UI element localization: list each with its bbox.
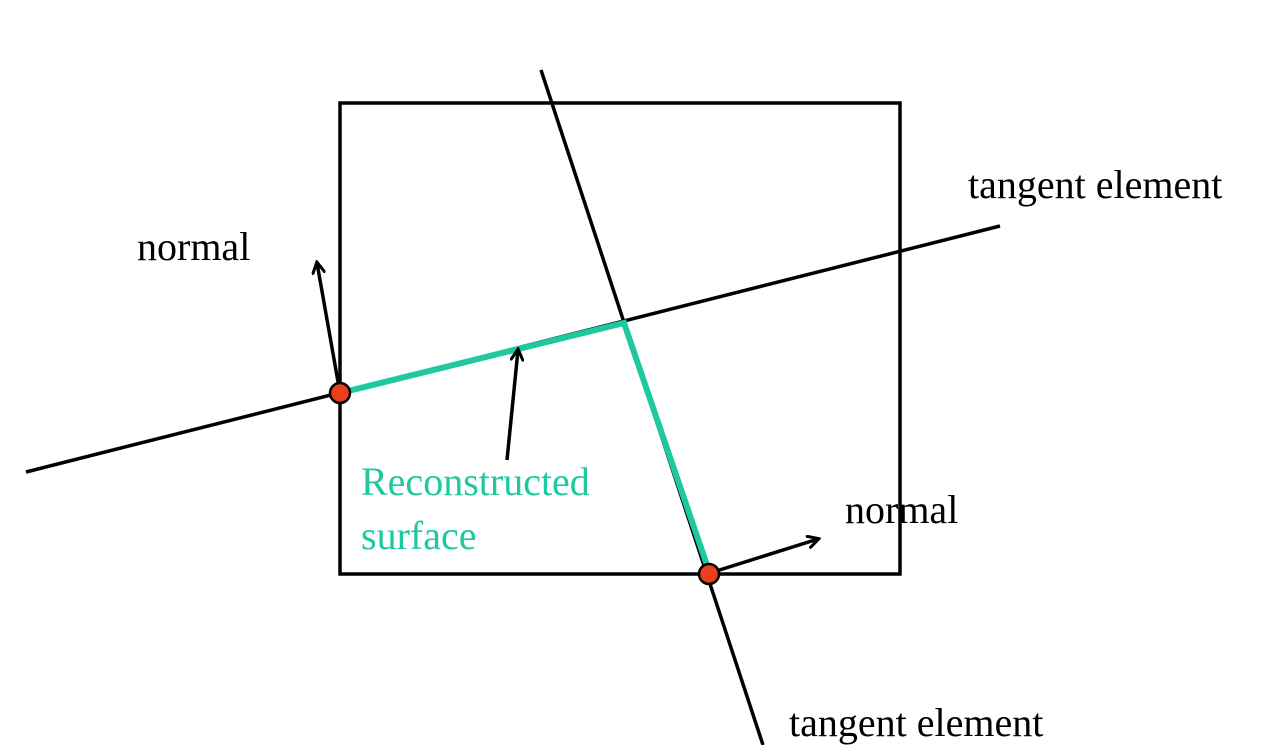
normal-arrow-right <box>709 539 818 575</box>
reconstructed-surface-line <box>339 319 713 575</box>
label-normal-left: normal <box>137 224 250 269</box>
intersection-point-left <box>328 381 352 405</box>
label-tangent-element-top: tangent element <box>968 162 1222 207</box>
surface-pointer-arrow <box>505 350 518 461</box>
normal-arrow-left <box>317 263 342 394</box>
label-normal-right: normal <box>845 487 958 532</box>
label-reconstructed-line2: surface <box>361 513 476 558</box>
label-tangent-element-bottom: tangent element <box>789 700 1043 745</box>
label-reconstructed-line1: Reconstructed <box>361 459 590 504</box>
intersection-point-bottom <box>697 562 721 586</box>
cell-box <box>338 101 902 576</box>
